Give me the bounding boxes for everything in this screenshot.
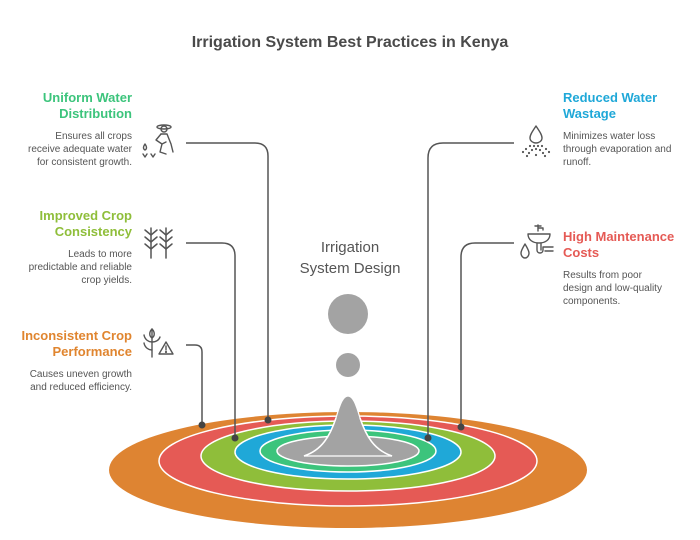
- water-drop-small: [336, 353, 360, 377]
- item-reduced-water-wastage: Reduced Water Wastage Minimizes water lo…: [563, 90, 698, 169]
- water-drop-spray-icon: [521, 125, 551, 158]
- center-label-line2: System Design: [299, 260, 401, 277]
- page-title: Irrigation System Best Practices in Keny…: [191, 34, 509, 51]
- item-high-maintenance-costs: High Maintenance Costs Results from poor…: [563, 229, 698, 308]
- ripple-rings: [109, 395, 587, 528]
- connector-uniform-water: [186, 142, 269, 420]
- connector-dots: [198, 416, 465, 442]
- water-drop-large: [328, 294, 368, 334]
- connector-lines: [186, 142, 514, 438]
- wheat-stalks-icon: [144, 227, 173, 259]
- connector-reduced-wastage: [427, 142, 514, 438]
- item-description: Leads to more predictable and reliable c…: [28, 249, 132, 286]
- center-label-line1: Irrigation: [320, 239, 380, 256]
- item-heading: High Maintenance Costs: [563, 229, 675, 260]
- item-heading: Improved Crop Consistency: [39, 208, 132, 239]
- connector-inconsistent-crop: [186, 344, 203, 425]
- item-inconsistent-crop-performance: Inconsistent Crop Performance Causes une…: [0, 328, 132, 394]
- item-heading: Uniform Water Distribution: [42, 90, 132, 121]
- connector-high-maintenance: [460, 242, 514, 427]
- item-description: Results from poor design and low-quality…: [563, 270, 662, 307]
- item-heading: Inconsistent Crop Performance: [21, 328, 132, 359]
- item-heading: Reduced Water Wastage: [563, 90, 658, 121]
- sink-pipe-leak-icon: [520, 224, 554, 259]
- item-description: Causes uneven growth and reduced efficie…: [29, 369, 132, 393]
- item-uniform-water-distribution: Uniform Water Distribution Ensures all c…: [0, 90, 132, 169]
- farmer-watering-icon: [142, 124, 174, 158]
- center-label: Irrigation System Design: [270, 237, 430, 279]
- item-improved-crop-consistency: Improved Crop Consistency Leads to more …: [0, 208, 132, 287]
- item-description: Minimizes water loss through evaporation…: [563, 131, 672, 168]
- item-description: Ensures all crops receive adequate water…: [28, 131, 132, 168]
- crop-warning-icon: [143, 328, 174, 358]
- connector-improved-crop: [186, 242, 236, 438]
